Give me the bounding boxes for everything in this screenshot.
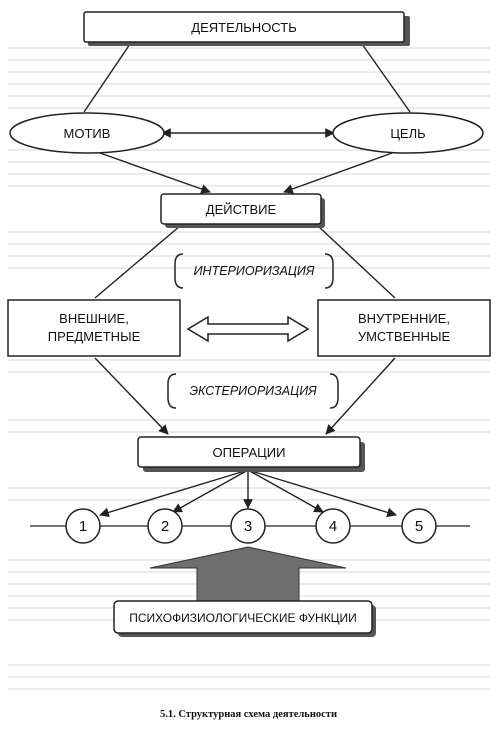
- number-circle-5: 5: [401, 508, 437, 544]
- interiorization-label: ИНТЕРИОРИЗАЦИЯ: [194, 264, 315, 278]
- arrow-internal-operations: [325, 357, 396, 435]
- internal-box: ВНУТРЕННИЕ, УМСТВЕННЫЕ: [317, 299, 491, 357]
- operations-box: ОПЕРАЦИИ: [137, 436, 365, 472]
- goal-label: ЦЕЛЬ: [390, 126, 425, 141]
- motive-node: МОТИВ: [9, 112, 165, 154]
- external-box: ВНЕШНИЕ, ПРЕДМЕТНЫЕ: [7, 299, 181, 357]
- functions-label: ПСИХОФИЗИОЛОГИЧЕСКИЕ ФУНКЦИИ: [129, 611, 357, 625]
- internal-label-line2: УМСТВЕННЫЕ: [358, 329, 451, 344]
- arrow-operations-2: [172, 469, 249, 513]
- arrow-operations-5: [247, 469, 397, 518]
- connector-activity-motive: [83, 43, 131, 113]
- number-circle-2: 2: [147, 508, 183, 544]
- number-circle-1: 1: [65, 508, 101, 544]
- arrow-external-operations: [94, 357, 169, 435]
- connector-action-external: [94, 225, 181, 299]
- external-label-line1: ВНЕШНИЕ,: [59, 311, 129, 326]
- number-circle-3: 3: [230, 508, 266, 544]
- number-label-4: 4: [329, 518, 337, 535]
- motive-label: МОТИВ: [64, 126, 111, 141]
- functions-box: ПСИХОФИЗИОЛОГИЧЕСКИЕ ФУНКЦИИ: [113, 600, 376, 637]
- arrow-motive-action: [99, 152, 211, 194]
- number-label-1: 1: [79, 518, 87, 535]
- activity-box: ДЕЯТЕЛЬНОСТЬ: [83, 11, 410, 46]
- exteriorization-box: ЭКСТЕРИОРИЗАЦИЯ: [167, 373, 339, 409]
- action-label: ДЕЙСТВИЕ: [206, 202, 277, 217]
- goal-node: ЦЕЛЬ: [332, 112, 484, 154]
- connector-action-internal: [317, 225, 396, 299]
- arrow-operations-4: [247, 469, 324, 513]
- connector-activity-goal: [361, 43, 411, 113]
- figure-caption: 5.1. Структурная схема деятельности: [159, 709, 338, 720]
- double-arrow: [186, 315, 310, 343]
- activity-label: ДЕЯТЕЛЬНОСТЬ: [191, 20, 296, 35]
- action-box: ДЕЙСТВИЕ: [160, 193, 325, 228]
- operations-label: ОПЕРАЦИИ: [213, 445, 286, 460]
- number-circle-4: 4: [315, 508, 351, 544]
- number-label-2: 2: [161, 518, 169, 535]
- arrow-goal-action: [283, 152, 393, 194]
- number-label-3: 3: [244, 518, 252, 535]
- arrow-operations-1: [99, 469, 249, 518]
- external-label-line2: ПРЕДМЕТНЫЕ: [48, 329, 141, 344]
- number-label-5: 5: [415, 518, 423, 535]
- internal-label-line1: ВНУТРЕННИЕ,: [358, 311, 450, 326]
- exteriorization-label: ЭКСТЕРИОРИЗАЦИЯ: [189, 384, 317, 398]
- interiorization-box: ИНТЕРИОРИЗАЦИЯ: [174, 253, 334, 289]
